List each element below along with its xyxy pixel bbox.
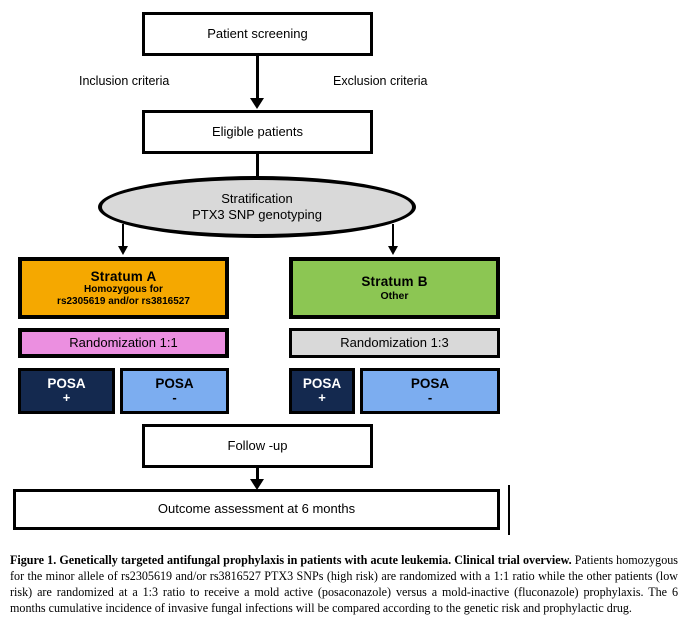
node-outcome-assessment: Outcome assessment at 6 months [13,489,500,530]
edge-label-exclusion-criteria: Exclusion criteria [333,74,428,88]
node-randomization-a: Randomization 1:1 [18,328,229,358]
node-posa-negative-stratum-a: POSA - [120,368,229,414]
connector-eligible-to-stratification [256,154,259,186]
node-posa-negative-stratum-a-sign: - [172,390,177,406]
node-stratum-b: Stratum B Other [289,257,500,319]
figure-caption: Figure 1. Genetically targeted antifunga… [10,553,678,617]
arrowhead-screening-to-eligible [250,98,264,109]
node-randomization-b: Randomization 1:3 [289,328,500,358]
connector-stratification-to-stratum-b [392,224,394,250]
node-posa-negative-stratum-b: POSA - [360,368,500,414]
node-stratification-line2: PTX3 SNP genotyping [192,207,322,222]
arrowhead-stratification-to-stratum-a [118,246,128,255]
arrowhead-stratification-to-stratum-b [388,246,398,255]
node-patient-screening-label: Patient screening [207,25,308,41]
node-posa-negative-stratum-a-label: POSA [155,375,194,391]
node-posa-positive-stratum-a: POSA + [18,368,115,414]
node-stratum-a-subtitle-1: Homozygous for [84,284,163,296]
arrowhead-follow-up-to-outcome [250,479,264,490]
node-stratum-a-subtitle-2: rs2305619 and/or rs3816527 [57,295,190,307]
node-eligible-patients-label: Eligible patients [211,123,304,139]
node-stratum-a: Stratum A Homozygous for rs2305619 and/o… [18,257,229,319]
node-posa-positive-stratum-a-sign: + [62,390,71,406]
figure-caption-body: Patients homozygous for the minor allele… [10,553,678,615]
connector-follow-up-to-outcome [256,468,259,483]
node-posa-positive-stratum-b-sign: + [318,390,326,406]
node-eligible-patients: Eligible patients [142,110,373,154]
node-stratum-b-title: Stratum B [361,274,428,290]
vertical-rule-decoration [508,485,510,535]
node-posa-positive-stratum-b: POSA + [289,368,355,414]
node-posa-negative-stratum-b-label: POSA [410,375,450,391]
node-stratification-line1: Stratification [221,191,293,207]
node-posa-negative-stratum-b-sign: - [427,390,433,406]
node-patient-screening: Patient screening [142,12,373,56]
connector-stratification-to-stratum-a [122,224,124,250]
edge-label-inclusion-criteria: Inclusion criteria [79,74,170,88]
figure-caption-lead: Figure 1. Genetically targeted antifunga… [10,553,572,567]
node-posa-positive-stratum-a-label: POSA [47,375,86,391]
node-stratum-b-subtitle-1: Other [380,289,409,302]
node-stratification-ellipse: Stratification PTX3 SNP genotyping [98,176,416,238]
node-posa-positive-stratum-b-label: POSA [302,375,342,391]
figure-flowchart: Patient screening Inclusion criteria Exc… [13,12,510,535]
node-follow-up-label: Follow -up [227,437,288,453]
node-randomization-b-label: Randomization 1:3 [340,334,449,350]
node-randomization-a-label: Randomization 1:1 [69,334,178,350]
node-outcome-assessment-label: Outcome assessment at 6 months [157,501,356,517]
node-stratum-a-title: Stratum A [90,268,157,284]
connector-screening-to-eligible [256,56,259,100]
node-follow-up: Follow -up [142,424,373,468]
